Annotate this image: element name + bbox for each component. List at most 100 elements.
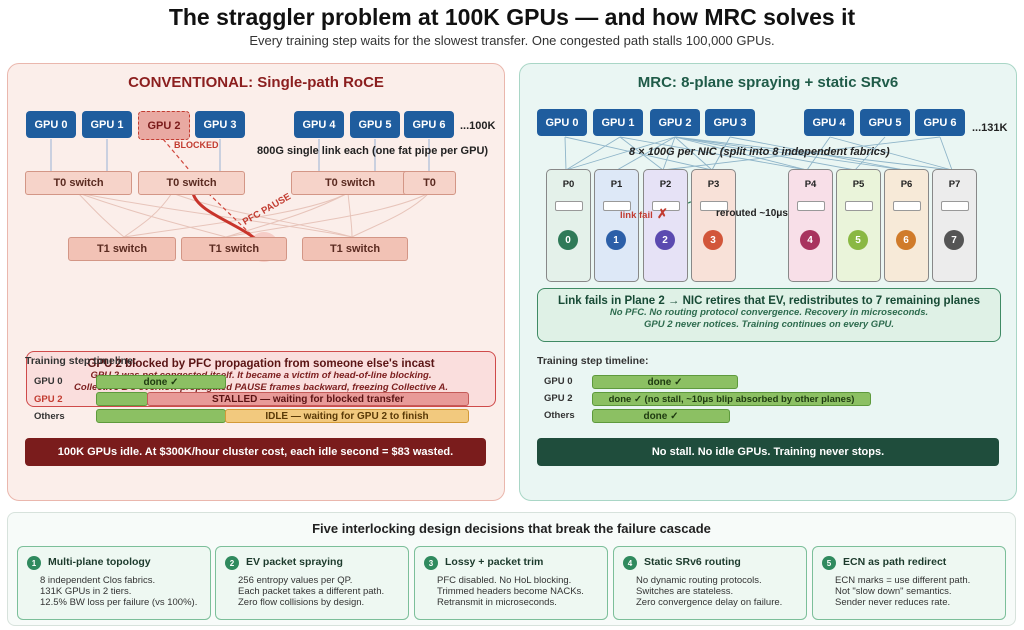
decision-card-4: 4 Static SRv6 routing No dynamic routing… <box>613 546 807 620</box>
timeline-row-gpu2: GPU 2 <box>34 394 63 405</box>
decision-4-line-3: Zero convergence delay on failure. <box>636 597 783 608</box>
t0-switch-1: T0 switch <box>25 171 132 195</box>
gpu-2-blocked: GPU 2 <box>138 111 190 140</box>
plane-p6-label: P6 <box>900 179 913 190</box>
mrc-callout-heading: Link fails in Plane 2 → NIC retires that… <box>557 295 980 307</box>
cost-banner: 100K GPUs idle. At $300K/hour cluster co… <box>25 438 486 466</box>
plane-p7-label: P7 <box>948 179 961 190</box>
mrc-links <box>564 136 953 215</box>
pfc-callout-line2: Collective B's overflow propagated PAUSE… <box>74 382 448 393</box>
plane-p7-slot <box>941 201 969 211</box>
link-fail-label: link fail <box>620 210 653 221</box>
page-title: The straggler problem at 100K GPUs — and… <box>168 4 856 30</box>
decision-1-number: 1 <box>27 556 41 570</box>
design-decisions-title: Five interlocking design decisions that … <box>312 521 711 536</box>
mrc-timeline-row-others: Others <box>544 410 575 421</box>
conventional-title: CONVENTIONAL: Single-path RoCE <box>128 74 384 91</box>
decision-3-number: 3 <box>424 556 438 570</box>
plane-p5-dot: 5 <box>848 230 868 250</box>
t1-switch-1: T1 switch <box>68 237 176 261</box>
pfc-callout-heading: GPU 2 blocked by PFC propagation from so… <box>87 358 435 370</box>
gpu-1: GPU 1 <box>82 111 132 138</box>
decision-card-2: 2 EV packet spraying 256 entropy values … <box>215 546 409 620</box>
plane-p2-dot: 2 <box>655 230 675 250</box>
decision-4-line-1: No dynamic routing protocols. <box>636 575 762 586</box>
gpu-3: GPU 3 <box>195 111 245 138</box>
gpu-4: GPU 4 <box>294 111 344 138</box>
decision-2-line-1: 256 entropy values per QP. <box>238 575 353 586</box>
mrc-gpu-count-more: ...131K <box>972 122 1008 134</box>
nic-note: 8 × 100G per NIC (split into 8 independe… <box>629 146 890 158</box>
others-done-bar <box>96 409 226 423</box>
mrc-panel: MRC: 8-plane spraying + static SRv6 <box>519 63 1017 501</box>
decision-2-number: 2 <box>225 556 239 570</box>
mrc-gpu-4: GPU 4 <box>804 109 854 136</box>
plane-p5-label: P5 <box>852 179 865 190</box>
plane-p7-dot: 7 <box>944 230 964 250</box>
plane-p0-slot <box>555 201 583 211</box>
plane-p5: P5 5 <box>836 169 881 282</box>
mrc-gpu2-done-bar: done ✓ (no stall, ~10μs blip absorbed by… <box>592 392 871 406</box>
others-idle-bar: IDLE — waiting for GPU 2 to finish <box>225 409 469 423</box>
t0-switch-4: T0 <box>403 171 456 195</box>
blocked-label: BLOCKED <box>174 140 219 150</box>
t1-switch-2: T1 switch <box>181 237 287 261</box>
gpu-count-more: ...100K <box>460 120 496 132</box>
mrc-timeline-row-gpu0: GPU 0 <box>544 376 573 387</box>
plane-p6-slot <box>893 201 921 211</box>
decision-1-line-1: 8 independent Clos fabrics. <box>40 575 156 586</box>
plane-p1: P1 1 <box>594 169 639 282</box>
decision-1-line-2: 131K GPUs in 2 tiers. <box>40 586 132 597</box>
pfc-callout-line1: GPU 2 was not congested itself. It becam… <box>90 370 432 381</box>
plane-p3: P3 3 <box>691 169 736 282</box>
decision-4-title: Static SRv6 routing <box>644 556 741 568</box>
mrc-banner: No stall. No idle GPUs. Training never s… <box>537 438 999 466</box>
plane-p1-label: P1 <box>610 179 623 190</box>
design-decisions-panel: Five interlocking design decisions that … <box>7 512 1016 626</box>
gpu2-stalled-bar: STALLED — waiting for blocked transfer <box>147 392 469 406</box>
mrc-others-done-bar: done ✓ <box>592 409 730 423</box>
plane-p4: P4 4 <box>788 169 833 282</box>
gpu2-partial-bar <box>96 392 148 406</box>
mrc-callout-line2: GPU 2 never notices. Training continues … <box>643 319 895 330</box>
decision-2-line-2: Each packet takes a different path. <box>238 586 385 597</box>
mrc-callout-line1: No PFC. No routing protocol convergence.… <box>609 307 929 318</box>
decision-4-line-2: Switches are stateless. <box>636 586 734 597</box>
decision-1-title: Multi-plane topology <box>48 556 151 568</box>
plane-p1-dot: 1 <box>606 230 626 250</box>
plane-p2-label: P2 <box>659 179 672 190</box>
mrc-gpu0-done-bar: done ✓ <box>592 375 738 389</box>
plane-p3-label: P3 <box>707 179 720 190</box>
link-note: 800G single link each (one fat pipe per … <box>257 145 489 157</box>
plane-p0: P0 0 <box>546 169 591 282</box>
mrc-gpu-0: GPU 0 <box>537 109 587 136</box>
plane-p4-label: P4 <box>804 179 817 190</box>
decision-5-line-2: Not "slow down" semantics. <box>835 586 952 597</box>
plane-p4-dot: 4 <box>800 230 820 250</box>
gpu0-done-bar: done ✓ <box>96 375 226 389</box>
timeline-row-others: Others <box>34 411 65 422</box>
rerouted-label: rerouted ~10μs <box>716 208 788 219</box>
timeline-title-left: Training step timeline: <box>25 355 137 367</box>
mrc-title: MRC: 8-plane spraying + static SRv6 <box>637 74 899 91</box>
mrc-gpu-1: GPU 1 <box>593 109 643 136</box>
decision-card-3: 3 Lossy + packet trim PFC disabled. No H… <box>414 546 608 620</box>
plane-p3-dot: 3 <box>703 230 723 250</box>
t0-switch-2: T0 switch <box>138 171 245 195</box>
mrc-gpu-5: GPU 5 <box>860 109 910 136</box>
plane-p3-slot <box>700 201 728 211</box>
decision-2-title: EV packet spraying <box>246 556 343 568</box>
timeline-row-gpu0: GPU 0 <box>34 376 63 387</box>
t0-switch-3: T0 switch <box>291 171 409 195</box>
decision-3-line-1: PFC disabled. No HoL blocking. <box>437 575 572 586</box>
decision-4-number: 4 <box>623 556 637 570</box>
plane-p7: P7 7 <box>932 169 977 282</box>
t1-switch-3: T1 switch <box>302 237 408 261</box>
decision-3-title: Lossy + packet trim <box>445 556 544 568</box>
plane-p6: P6 6 <box>884 169 929 282</box>
mrc-gpu-3: GPU 3 <box>705 109 755 136</box>
plane-p5-slot <box>845 201 873 211</box>
plane-p2: P2 2 <box>643 169 688 282</box>
decision-5-line-3: Sender never reduces rate. <box>835 597 951 608</box>
timeline-title-right: Training step timeline: <box>537 355 649 367</box>
